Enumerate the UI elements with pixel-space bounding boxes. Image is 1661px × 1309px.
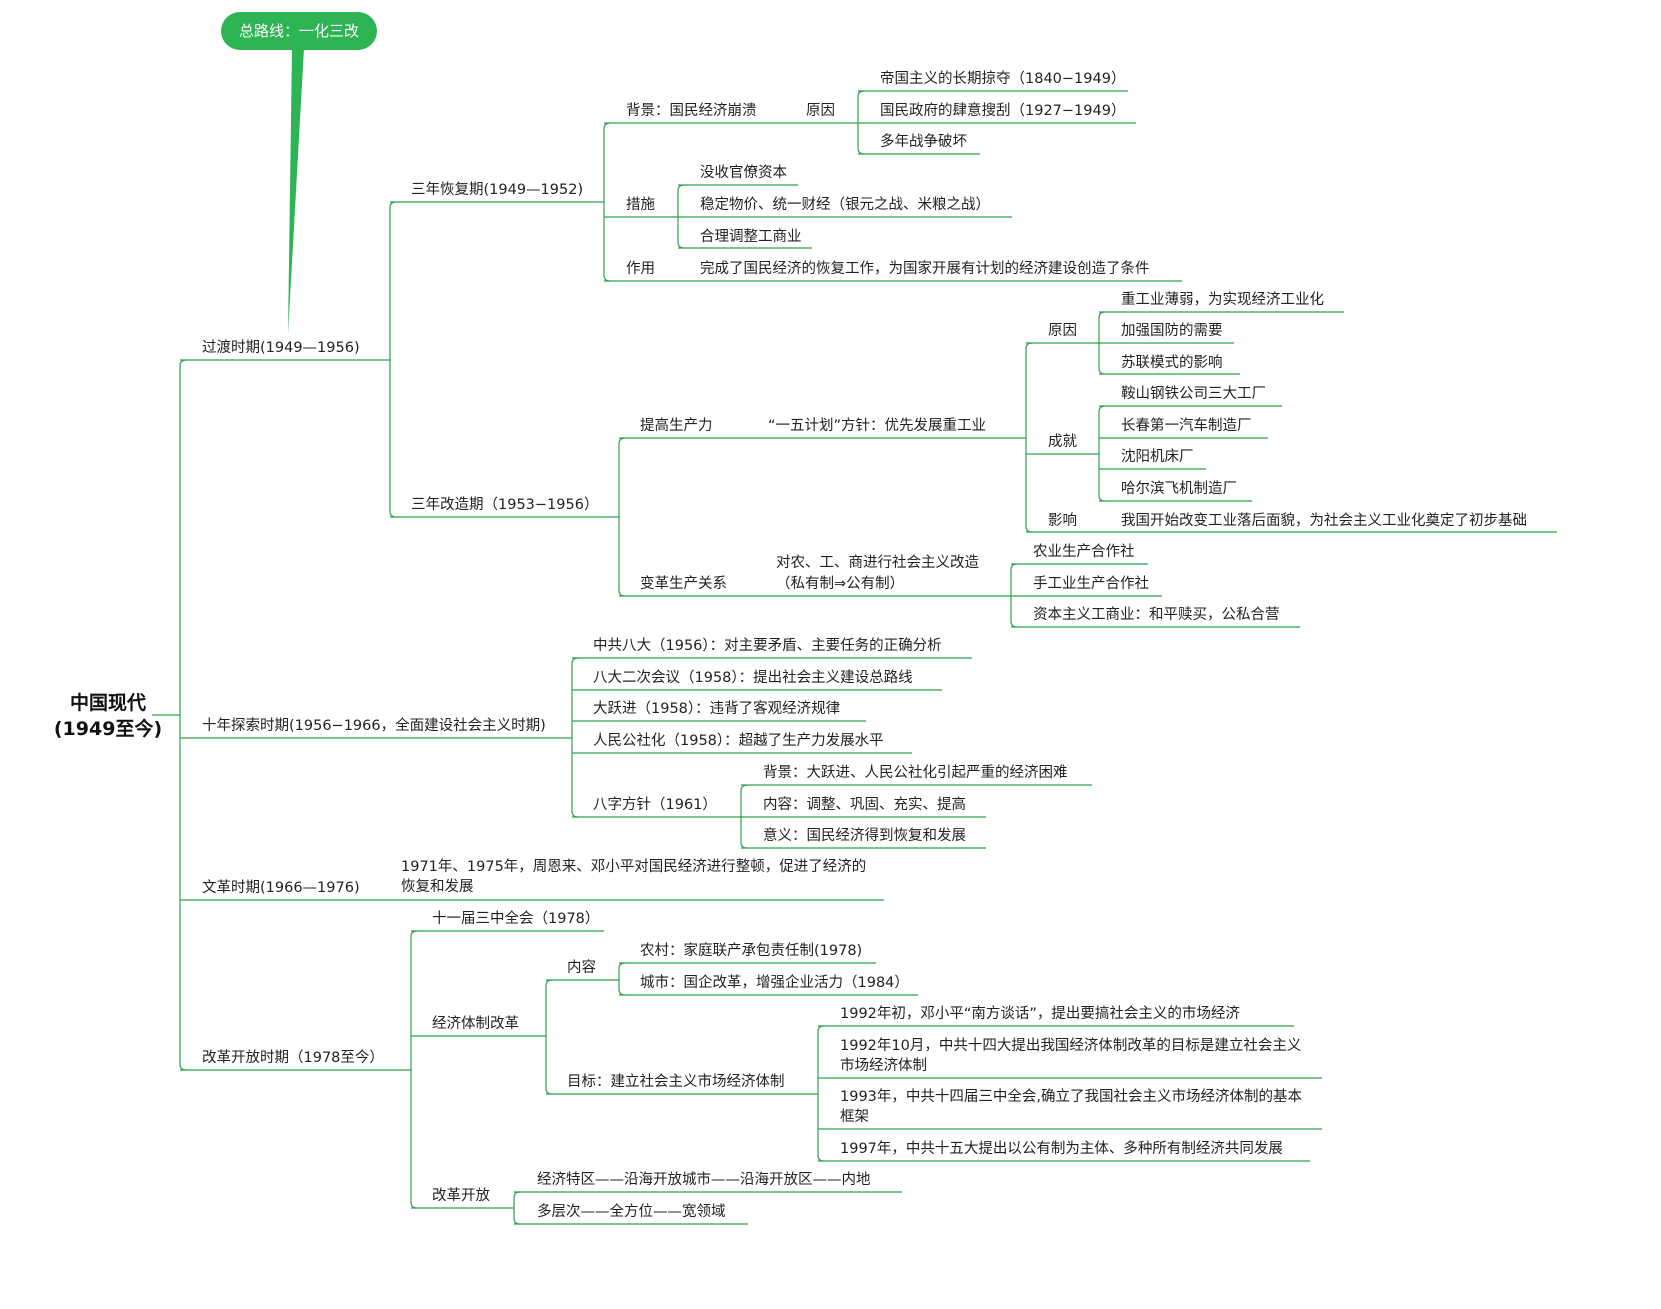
node-reason-1[interactable]: 重工业薄弱，为实现经济工业化: [1121, 292, 1324, 308]
bracket-goal: [817, 1025, 825, 1162]
node-goal-2[interactable]: 1992年10月，中共十四大提出我国经济体制改革的目标是建立社会主义市场经济体制: [840, 1038, 1302, 1074]
node-plan[interactable]: “一五计划”方针：优先发展重工业: [768, 418, 987, 434]
main-bracket: [179, 359, 187, 1071]
node-transform-line1[interactable]: 对农、工、商进行社会主义改造: [776, 555, 979, 571]
bracket-plan: [1025, 342, 1033, 533]
bracket-content: [618, 962, 626, 996]
node-measure-3[interactable]: 合理调整工商业: [700, 229, 802, 245]
node-goal-4[interactable]: 1997年，中共十五大提出以公有制为主体、多种所有制经济共同发展: [840, 1141, 1283, 1157]
node-recovery-cause[interactable]: 原因: [806, 103, 835, 119]
node-achievement-4[interactable]: 哈尔滨飞机制造厂: [1121, 481, 1237, 497]
node-eight-2[interactable]: 内容：调整、巩固、充实、提高: [763, 797, 966, 813]
node-reason-3[interactable]: 苏联模式的影响: [1121, 355, 1223, 371]
node-cultural[interactable]: 文革时期(1966—1976): [202, 880, 360, 896]
node-exploration[interactable]: 十年探索时期(1956−1966，全面建设社会主义时期): [202, 718, 546, 734]
node-productivity[interactable]: 提高生产力: [640, 418, 713, 434]
node-measure-1[interactable]: 没收官僚资本: [700, 165, 787, 181]
callout-bubble[interactable]: 总路线：一化三改: [221, 12, 377, 50]
bracket-recovery: [603, 122, 611, 282]
node-open[interactable]: 改革开放: [432, 1188, 490, 1204]
node-open-2[interactable]: 多层次——全方位——宽领域: [537, 1204, 726, 1220]
node-goal[interactable]: 目标：建立社会主义市场经济体制: [567, 1074, 785, 1090]
root-node[interactable]: 中国现代 (1949至今): [38, 690, 178, 742]
node-eight[interactable]: 八字方针（1961）: [593, 797, 717, 813]
node-opening[interactable]: 改革开放时期（1978至今）: [202, 1050, 384, 1066]
node-achievement[interactable]: 成就: [1048, 434, 1077, 450]
node-eight-3[interactable]: 意义：国民经济得到恢复和发展: [763, 828, 966, 844]
node-effect[interactable]: 作用: [626, 261, 655, 277]
node-goal-1[interactable]: 1992年初，邓小平“南方谈话”，提出要搞社会主义的市场经济: [840, 1006, 1240, 1022]
node-content-2[interactable]: 城市：国企改革，增强企业活力（1984）: [640, 975, 909, 991]
node-transform-3[interactable]: 资本主义工商业：和平赎买，公私合营: [1033, 607, 1280, 623]
node-impact[interactable]: 影响: [1048, 513, 1077, 529]
bracket-achievements: [1098, 405, 1106, 502]
node-cause-1[interactable]: 帝国主义的长期掠夺（1840−1949）: [880, 71, 1126, 87]
root-title: 中国现代: [69, 692, 146, 714]
callout-tail: [288, 48, 304, 334]
node-recovery-background[interactable]: 背景：国民经济崩溃: [626, 103, 757, 119]
node-transform-1[interactable]: 农业生产合作社: [1033, 544, 1135, 560]
node-cause-3[interactable]: 多年战争破坏: [880, 134, 967, 150]
node-reason[interactable]: 原因: [1048, 323, 1077, 339]
node-measures[interactable]: 措施: [626, 197, 655, 213]
node-cause-2[interactable]: 国民政府的肆意搜刮（1927−1949）: [880, 103, 1126, 119]
node-content-1[interactable]: 农村：家庭联产承包责任制(1978): [640, 943, 863, 959]
bracket-economic: [545, 979, 553, 1095]
node-achievement-2[interactable]: 长春第一汽车制造厂: [1121, 418, 1252, 434]
node-transition[interactable]: 过渡时期(1949—1956): [202, 340, 360, 356]
bracket-reform: [618, 437, 626, 597]
node-plenum[interactable]: 十一届三中全会（1978）: [432, 911, 600, 927]
node-eight-1[interactable]: 背景：大跃进、人民公社化引起严重的经济困难: [763, 765, 1068, 781]
bracket-opening: [410, 930, 418, 1209]
node-exploration-4[interactable]: 人民公社化（1958）：超越了生产力发展水平: [593, 733, 884, 749]
node-cultural-text[interactable]: 1971年、1975年，周恩来、邓小平对国民经济进行整顿，促进了经济的恢复和发展: [401, 859, 867, 895]
node-reform[interactable]: 三年改造期（1953−1956）: [411, 497, 599, 513]
node-economic[interactable]: 经济体制改革: [432, 1016, 519, 1032]
node-impact-text[interactable]: 我国开始改变工业落后面貌，为社会主义工业化奠定了初步基础: [1121, 513, 1527, 529]
node-content[interactable]: 内容: [567, 960, 596, 976]
node-open-1[interactable]: 经济特区——沿海开放城市——沿海开放区——内地: [537, 1172, 871, 1188]
bracket-exploration: [571, 657, 579, 818]
node-achievement-3[interactable]: 沈阳机床厂: [1121, 449, 1194, 465]
node-exploration-3[interactable]: 大跃进（1958）：违背了客观经济规律: [593, 701, 841, 717]
bracket-transition: [389, 201, 397, 518]
node-exploration-1[interactable]: 中共八大（1956）：对主要矛盾、主要任务的正确分析: [593, 638, 942, 654]
node-goal-3[interactable]: 1993年，中共十四届三中全会,确立了我国社会主义市场经济体制的基本框架: [840, 1089, 1303, 1125]
node-effect-text[interactable]: 完成了国民经济的恢复工作，为国家开展有计划的经济建设创造了条件: [700, 261, 1150, 277]
node-transform-2[interactable]: 手工业生产合作社: [1033, 576, 1149, 592]
node-recovery[interactable]: 三年恢复期(1949—1952): [411, 182, 584, 198]
bracket-open: [513, 1191, 521, 1225]
node-relations[interactable]: 变革生产关系: [640, 576, 727, 592]
node-reason-2[interactable]: 加强国防的需要: [1121, 323, 1223, 339]
node-transform-line2[interactable]: （私有制⇒公有制）: [776, 576, 905, 592]
root-subtitle: (1949至今): [53, 718, 163, 740]
node-achievement-1[interactable]: 鞍山钢铁公司三大工厂: [1121, 386, 1266, 402]
node-measure-2[interactable]: 稳定物价、统一财经（银元之战、米粮之战）: [700, 197, 990, 213]
node-exploration-2[interactable]: 八大二次会议（1958）：提出社会主义建设总路线: [593, 670, 913, 686]
